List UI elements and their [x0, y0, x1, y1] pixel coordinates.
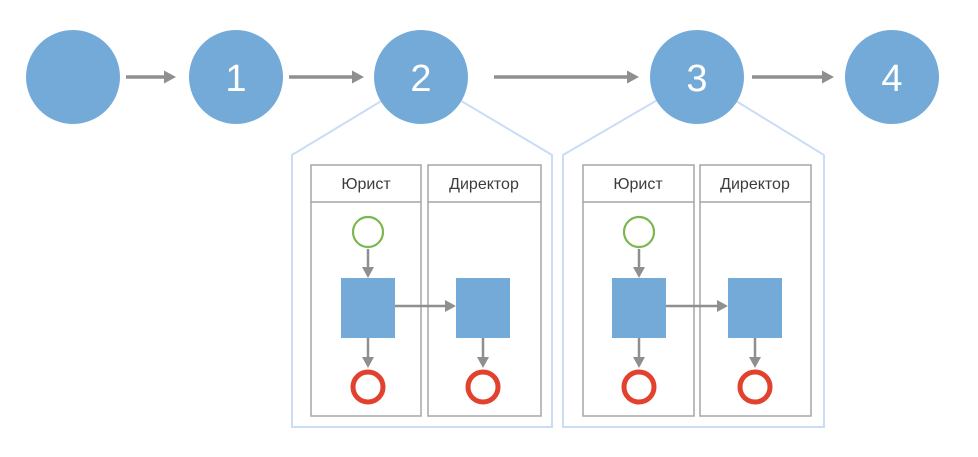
timeline-connectors	[126, 70, 834, 84]
arrowhead-icon	[362, 267, 374, 278]
start-event-icon	[622, 215, 656, 249]
arrowhead-icon	[362, 357, 374, 368]
flow-arrow-task-to-task	[666, 300, 728, 312]
task-shape	[341, 278, 395, 338]
arrowhead-icon	[627, 70, 639, 84]
lane-title: Директор	[720, 176, 790, 193]
step-circle	[26, 30, 120, 124]
connector-arrow-start-1	[126, 70, 176, 84]
arrowhead-icon	[445, 300, 456, 312]
timeline-step-2: 2	[374, 30, 468, 124]
callout-outline-step-3	[562, 75, 825, 428]
step-label: 2	[410, 58, 431, 100]
timeline-step-4: 4	[845, 30, 939, 124]
flow-arrow-start-to-task	[633, 249, 645, 278]
arrowhead-icon	[164, 70, 176, 84]
flow-arrow-task-to-end	[362, 338, 374, 368]
task-shape	[456, 278, 510, 338]
end-event-icon	[350, 369, 386, 405]
flow-arrow-task-to-end	[477, 338, 489, 368]
end-event-icon	[621, 369, 657, 405]
timeline-steps: 1 2 3 4	[26, 30, 939, 124]
arrowhead-icon	[717, 300, 728, 312]
step-circle	[650, 30, 744, 124]
start-event-icon	[351, 215, 385, 249]
connector-arrow-2-3	[494, 70, 639, 84]
connector-arrow-3-4	[752, 70, 834, 84]
timeline-step-start	[26, 30, 120, 124]
flow-arrow-task-to-task	[395, 300, 456, 312]
timeline-step-3: 3	[650, 30, 744, 124]
step-label: 4	[881, 58, 902, 100]
flow-arrow-task-to-end	[749, 338, 761, 368]
step-circle	[374, 30, 468, 124]
flow-shapes	[612, 215, 782, 405]
end-event-icon	[465, 369, 501, 405]
step-circle	[845, 30, 939, 124]
callout-outline-step-2	[291, 75, 553, 428]
callout-panel-step-2: Юрист Директор	[310, 164, 542, 417]
arrowhead-icon	[749, 357, 761, 368]
arrowhead-icon	[477, 357, 489, 368]
callout-panel-step-3: Юрист Директор	[582, 164, 812, 417]
arrowhead-icon	[352, 70, 364, 84]
connector-arrow-1-2	[289, 70, 364, 84]
task-shape	[612, 278, 666, 338]
end-event-icon	[737, 369, 773, 405]
flow-shapes	[341, 215, 510, 405]
arrowhead-icon	[822, 70, 834, 84]
task-shape	[728, 278, 782, 338]
flow-arrow-task-to-end	[633, 338, 645, 368]
lane-title: Директор	[449, 176, 519, 193]
step-label: 1	[225, 58, 246, 100]
arrowhead-icon	[633, 357, 645, 368]
lane-title: Юрист	[341, 176, 391, 193]
arrowhead-icon	[633, 267, 645, 278]
step-label: 3	[686, 58, 707, 100]
flow-arrow-start-to-task	[362, 249, 374, 278]
step-circle	[189, 30, 283, 124]
callout-outlines	[291, 75, 825, 428]
lane-title: Юрист	[613, 176, 663, 193]
timeline-step-1: 1	[189, 30, 283, 124]
